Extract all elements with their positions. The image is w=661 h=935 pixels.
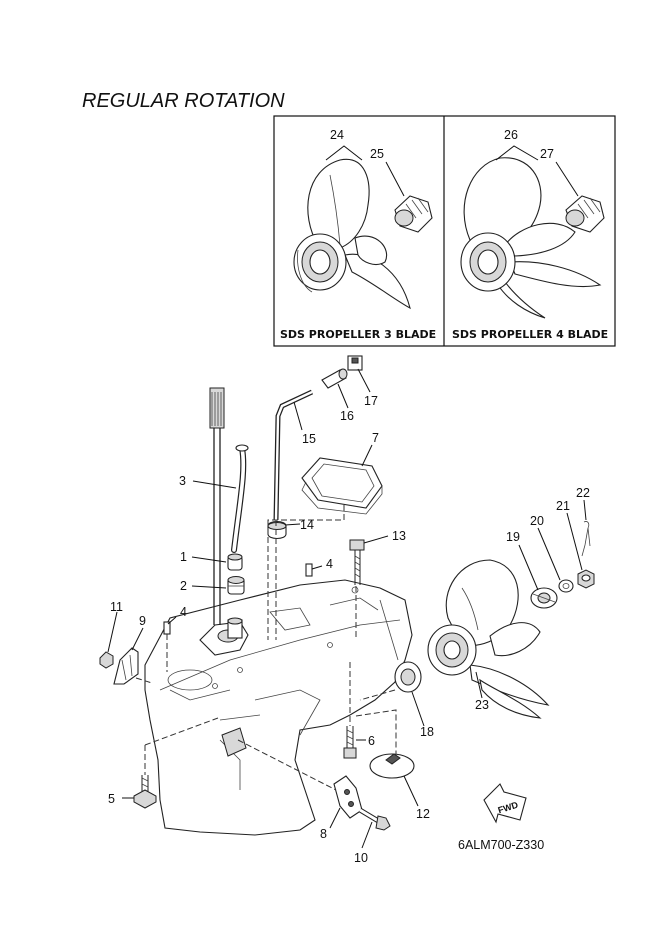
- callout-1: 1: [180, 550, 187, 564]
- callout-26: 26: [504, 128, 518, 142]
- part-21-nut-drawing: [577, 569, 595, 589]
- part-17-bushing-drawing: [347, 355, 363, 371]
- callout-23: 23: [475, 698, 489, 712]
- callout-11: 11: [110, 600, 123, 614]
- part-18-thrust-washer-drawing: [394, 661, 422, 693]
- callout-4-upper: 4: [326, 557, 333, 571]
- inset-3-blade-propeller-drawing: [293, 158, 433, 310]
- propeller-nut-27-drawing: [565, 195, 605, 233]
- callout-18: 18: [420, 725, 434, 739]
- part-22-cotter-pin-drawing: [581, 521, 591, 557]
- part-10-bolt-drawing: [358, 807, 391, 831]
- callout-19: 19: [506, 530, 520, 544]
- callout-17: 17: [364, 394, 378, 408]
- part-9-bracket-drawing: [113, 647, 139, 685]
- water-pump-housing-drawing: [227, 617, 243, 639]
- page-title: REGULAR ROTATION: [82, 90, 285, 112]
- part-20-washer-drawing: [558, 579, 574, 593]
- callout-2: 2: [180, 579, 187, 593]
- part-4-dowel-pin-lower-drawing: [163, 621, 171, 635]
- callout-13: 13: [392, 529, 406, 543]
- part-3-water-tube-drawing: [231, 444, 249, 553]
- callout-16: 16: [340, 409, 354, 423]
- inset-leader-lines: [325, 145, 579, 197]
- part-13-bolt-drawing: [349, 539, 365, 585]
- callout-14: 14: [300, 518, 314, 532]
- inset-caption-3-blade: SDS PROPELLER 3 BLADE: [280, 328, 436, 341]
- part-5-bolt-drawing: [133, 775, 157, 809]
- part-16-collar-drawing: [321, 368, 348, 389]
- callout-27: 27: [540, 147, 554, 161]
- fwd-direction-arrow: FWD: [483, 783, 527, 824]
- part-19-spacer-drawing: [530, 587, 558, 609]
- callout-4-lower: 4: [180, 605, 187, 619]
- diagram-code: 6ALM700-Z330: [458, 838, 544, 852]
- part-7-gasket-drawing: [301, 457, 383, 515]
- callout-5: 5: [108, 792, 115, 806]
- callout-6: 6: [368, 734, 375, 748]
- dashed-assembly-lines: [135, 505, 397, 791]
- callout-3: 3: [179, 474, 186, 488]
- part-1-grommet-drawing: [227, 553, 243, 571]
- callout-leader-lines: [107, 368, 587, 849]
- inset-caption-4-blade: SDS PROPELLER 4 BLADE: [452, 328, 608, 341]
- part-15-shift-rod-drawing: [273, 389, 314, 521]
- callout-12: 12: [416, 807, 430, 821]
- callout-22: 22: [576, 486, 590, 500]
- part-6-bolt-drawing: [343, 726, 357, 759]
- callout-10: 10: [354, 851, 368, 865]
- propeller-inset-box: [273, 115, 616, 347]
- part-11-nut-drawing: [99, 651, 114, 669]
- callout-8: 8: [320, 827, 327, 841]
- part-4-dowel-pin-upper-drawing: [305, 563, 313, 577]
- drive-shaft-drawing: [209, 387, 225, 625]
- part-12-anode-drawing: [369, 753, 415, 779]
- callout-25: 25: [370, 147, 384, 161]
- inset-4-blade-propeller-drawing: [460, 157, 605, 319]
- propeller-nut-25-drawing: [394, 195, 433, 233]
- part-14-grommet-drawing: [267, 520, 287, 540]
- callout-15: 15: [302, 432, 316, 446]
- callout-20: 20: [530, 514, 544, 528]
- part-23-propeller-drawing: [427, 559, 550, 719]
- callout-21: 21: [556, 499, 570, 513]
- callout-7: 7: [372, 431, 379, 445]
- callout-9: 9: [139, 614, 146, 628]
- part-2-seal-drawing: [227, 576, 245, 595]
- callout-24: 24: [330, 128, 344, 142]
